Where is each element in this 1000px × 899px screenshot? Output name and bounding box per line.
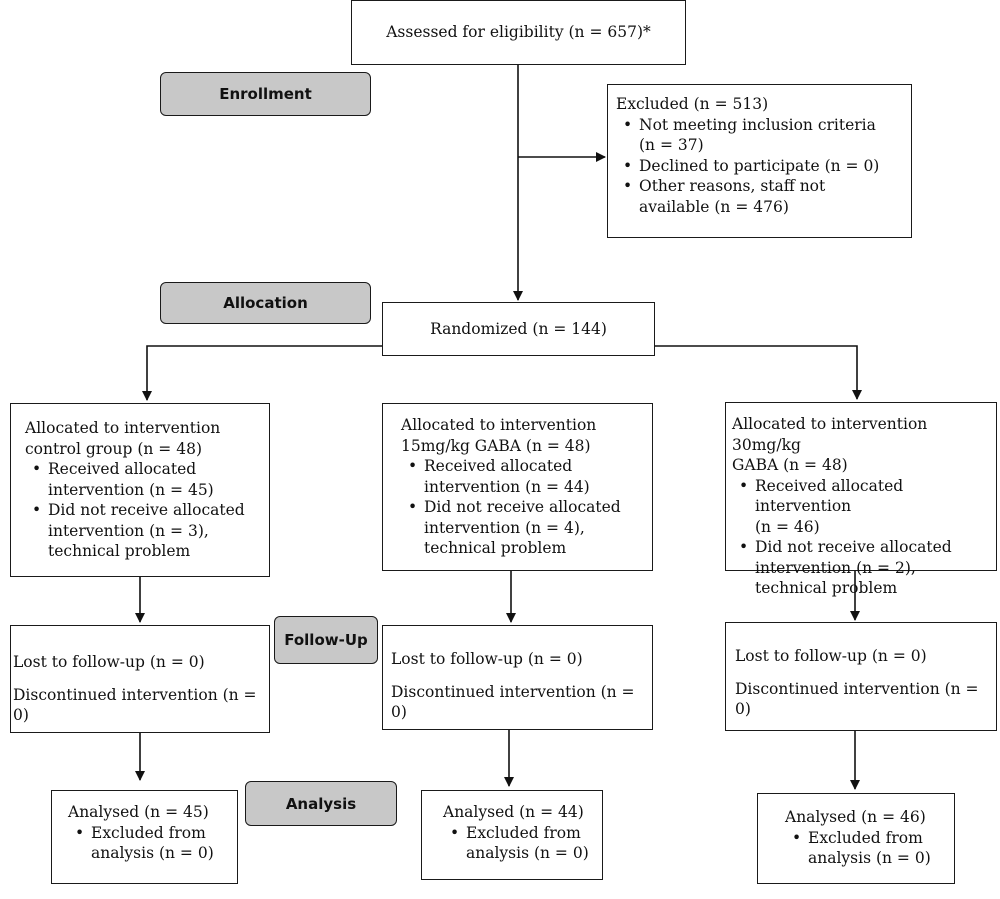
allocation-group: 15mg/kg GABA (n = 48) xyxy=(401,436,591,455)
allocation-box-30mg: Allocated to intervention 30mg/kg GABA (… xyxy=(725,402,997,597)
randomized-box: Randomized (n = 144) xyxy=(382,302,655,356)
stage-label-follow-up: Follow-Up xyxy=(274,616,378,664)
analysis-box-control: Analysed (n = 45) Excluded from analysis… xyxy=(51,790,238,884)
not-received-count: intervention (n = 2), xyxy=(755,558,916,577)
received-item: Received allocated xyxy=(25,459,265,480)
not-received-count: intervention (n = 4), xyxy=(424,518,585,537)
excluded-from-analysis: Excluded from xyxy=(68,823,233,844)
assessed-box: Assessed for eligibility (n = 657)* xyxy=(351,0,686,65)
not-received-item: Did not receive allocated xyxy=(732,537,994,558)
not-received-item: Did not receive allocated xyxy=(401,497,648,518)
lost-to-followup: Lost to follow-up (n = 0) xyxy=(13,653,205,671)
stage-label-text: Enrollment xyxy=(219,85,312,103)
received-count: intervention (n = 45) xyxy=(48,480,214,499)
excluded-reason-declined: Declined to participate (n = 0) xyxy=(616,156,903,177)
followup-box-control: Lost to follow-up (n = 0) Discontinued i… xyxy=(10,625,270,733)
excluded-box: Excluded (n = 513) Not meeting inclusion… xyxy=(607,84,912,238)
excluded-from-analysis: Excluded from xyxy=(443,823,598,844)
discontinued-intervention: Discontinued intervention (n = 0) xyxy=(391,682,635,722)
not-received-reason: technical problem xyxy=(424,539,567,557)
arrow-randomized-to-30mg xyxy=(655,345,862,400)
allocation-title: Allocated to intervention 30mg/kg xyxy=(732,415,928,454)
lost-to-followup: Lost to follow-up (n = 0) xyxy=(391,650,583,668)
stage-label-analysis: Analysis xyxy=(245,781,397,826)
stage-label-text: Analysis xyxy=(285,794,357,813)
not-received-reason: technical problem xyxy=(48,542,191,560)
discontinued-intervention: Discontinued intervention (n = 0) xyxy=(735,679,979,719)
analysis-box-30mg: Analysed (n = 46) Excluded from analysis… xyxy=(757,793,955,884)
excluded-reason-other-count: available (n = 476) xyxy=(639,197,789,216)
received-count: (n = 46) xyxy=(755,517,820,536)
analysis-box-15mg: Analysed (n = 44) Excluded from analysis… xyxy=(421,790,603,880)
randomized-text: Randomized (n = 144) xyxy=(430,319,607,338)
allocation-box-15mg: Allocated to intervention 15mg/kg GABA (… xyxy=(382,403,653,571)
stage-label-text: Allocation xyxy=(223,294,308,312)
allocation-group: GABA (n = 48) xyxy=(732,456,848,474)
discontinued-intervention: Discontinued intervention (n = 0) xyxy=(13,685,257,725)
allocation-title: Allocated to intervention xyxy=(401,416,597,434)
excluded-reason-not-meeting: Not meeting inclusion criteria xyxy=(616,115,903,136)
received-item: Received allocated xyxy=(401,456,648,477)
excluded-from-analysis-count: analysis (n = 0) xyxy=(466,844,589,862)
excluded-reason-other: Other reasons, staff not xyxy=(616,176,903,197)
excluded-from-analysis-count: analysis (n = 0) xyxy=(808,849,931,867)
excluded-reason-not-meeting-count: (n = 37) xyxy=(639,136,704,154)
allocation-box-control: Allocated to intervention control group … xyxy=(10,403,270,577)
not-received-count: intervention (n = 3), xyxy=(48,521,209,540)
followup-box-15mg: Lost to follow-up (n = 0) Discontinued i… xyxy=(382,625,653,730)
analysed-count: Analysed (n = 46) xyxy=(785,808,926,826)
excluded-from-analysis: Excluded from xyxy=(785,828,950,849)
excluded-from-analysis-count: analysis (n = 0) xyxy=(91,844,214,862)
not-received-item: Did not receive allocated xyxy=(25,500,265,521)
analysed-count: Analysed (n = 44) xyxy=(443,803,584,821)
excluded-title: Excluded (n = 513) xyxy=(616,95,769,113)
followup-box-30mg: Lost to follow-up (n = 0) Discontinued i… xyxy=(725,622,997,731)
lost-to-followup: Lost to follow-up (n = 0) xyxy=(735,647,927,665)
stage-label-enrollment: Enrollment xyxy=(160,72,371,116)
arrow-randomized-to-control xyxy=(142,345,382,401)
allocation-title: Allocated to intervention xyxy=(25,419,221,437)
assessed-text: Assessed for eligibility (n = 657)* xyxy=(386,23,651,42)
stage-label-allocation: Allocation xyxy=(160,282,371,324)
not-received-reason: technical problem xyxy=(755,579,898,597)
allocation-group: control group (n = 48) xyxy=(25,439,202,458)
analysed-count: Analysed (n = 45) xyxy=(68,803,209,821)
received-item: Received allocated intervention xyxy=(732,476,994,517)
received-count: intervention (n = 44) xyxy=(424,477,590,496)
stage-label-text: Follow-Up xyxy=(284,631,368,649)
